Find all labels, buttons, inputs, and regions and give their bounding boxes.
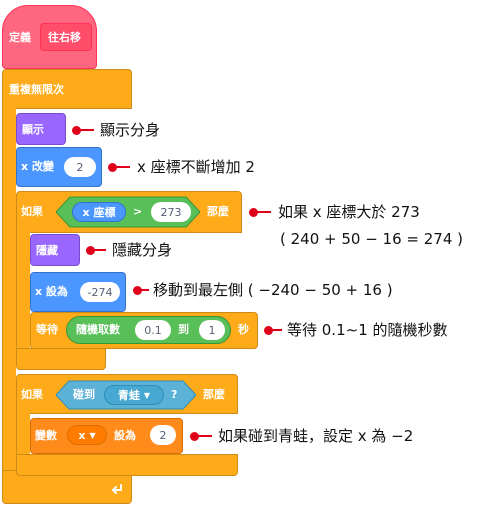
annotation-set-x: 移動到最左側 ( −240 − 50 + 16 ) bbox=[153, 281, 393, 299]
x-position-reporter[interactable]: x 座標 bbox=[72, 202, 126, 222]
annotation-if-x-line2: ( 240 + 50 − 16 = 274 ) bbox=[280, 230, 463, 248]
if-x-then-label: 那麼 bbox=[207, 205, 229, 218]
annotation-set-var: 如果碰到青蛙，設定 x 為 −2 bbox=[218, 427, 414, 445]
if-touch-then-label: 那麼 bbox=[203, 388, 225, 401]
annotation-line bbox=[270, 329, 282, 331]
define-keyword: 定義 bbox=[9, 31, 31, 44]
forever-arm bbox=[2, 108, 16, 471]
if-touch-if-label: 如果 bbox=[21, 388, 43, 401]
dropdown-arrow-icon: ▼ bbox=[143, 390, 151, 400]
show-label: 顯示 bbox=[22, 123, 44, 136]
if-x-bottom bbox=[16, 348, 106, 370]
annotation-show: 顯示分身 bbox=[100, 121, 161, 139]
set-x-input[interactable]: -274 bbox=[80, 282, 120, 302]
annotation-if-x-line1: 如果 x 座標大於 273 bbox=[278, 203, 420, 221]
set-var-set-label: 設為 bbox=[114, 429, 136, 442]
annotation-dot bbox=[108, 163, 117, 172]
annotation-line bbox=[139, 289, 149, 291]
loop-arrow-icon bbox=[112, 484, 122, 494]
annotation-dot bbox=[264, 326, 273, 335]
annotation-wait: 等待 0.1∼1 的隨機秒數 bbox=[287, 321, 448, 339]
touching-target: 青蛙 bbox=[117, 389, 140, 402]
define-name-box bbox=[40, 23, 92, 51]
annotation-dot bbox=[72, 126, 81, 135]
x-position-label: x 座標 bbox=[82, 206, 116, 219]
annotation-dot bbox=[86, 246, 95, 255]
annotation-dot bbox=[249, 208, 258, 217]
change-x-label: x 改變 bbox=[21, 160, 54, 173]
annotation-change-x: x 座標不斷增加 2 bbox=[137, 158, 255, 176]
if-touch-arm bbox=[16, 413, 30, 455]
set-var-input[interactable]: 2 bbox=[150, 425, 176, 445]
change-x-input[interactable]: 2 bbox=[64, 157, 96, 177]
annotation-hide: 隱藏分身 bbox=[112, 241, 173, 259]
variable-dropdown[interactable]: x ▼ bbox=[67, 425, 107, 445]
touching-target-dropdown[interactable]: 青蛙 ▼ bbox=[104, 385, 164, 405]
random-to-label: 到 bbox=[178, 323, 189, 336]
if-x-if-label: 如果 bbox=[21, 205, 43, 218]
random-from-input[interactable]: 0.1 bbox=[135, 320, 171, 340]
set-x-label: x 設為 bbox=[35, 285, 68, 298]
annotation-dot bbox=[133, 286, 142, 295]
random-label: 隨機取數 bbox=[76, 323, 120, 336]
touching-label: 碰到 bbox=[73, 388, 95, 401]
forever-label: 重複無限次 bbox=[9, 83, 64, 96]
annotation-dot bbox=[190, 432, 199, 441]
forever-block[interactable] bbox=[2, 69, 132, 109]
set-var-label: 變數 bbox=[35, 429, 57, 442]
annotation-line bbox=[114, 166, 130, 168]
define-name: 往右移 bbox=[48, 31, 81, 44]
variable-name: x bbox=[78, 428, 86, 442]
if-x-arm bbox=[16, 232, 30, 349]
if-touch-bottom bbox=[16, 454, 238, 476]
dropdown-arrow-icon: ▼ bbox=[89, 430, 96, 440]
greater-than-sign: > bbox=[133, 205, 143, 218]
random-to-input[interactable]: 1 bbox=[199, 320, 225, 340]
show-block[interactable] bbox=[16, 113, 66, 145]
touching-question-mark: ? bbox=[171, 388, 178, 401]
wait-seconds-label: 秒 bbox=[238, 323, 249, 336]
hide-block[interactable] bbox=[30, 234, 80, 266]
wait-label: 等待 bbox=[36, 323, 58, 336]
annotation-line bbox=[92, 249, 106, 251]
compare-value-input[interactable]: 273 bbox=[151, 202, 191, 222]
annotation-line bbox=[196, 435, 212, 437]
annotation-line bbox=[255, 211, 271, 213]
hide-label: 隱藏 bbox=[36, 244, 58, 257]
annotation-line bbox=[78, 129, 94, 131]
